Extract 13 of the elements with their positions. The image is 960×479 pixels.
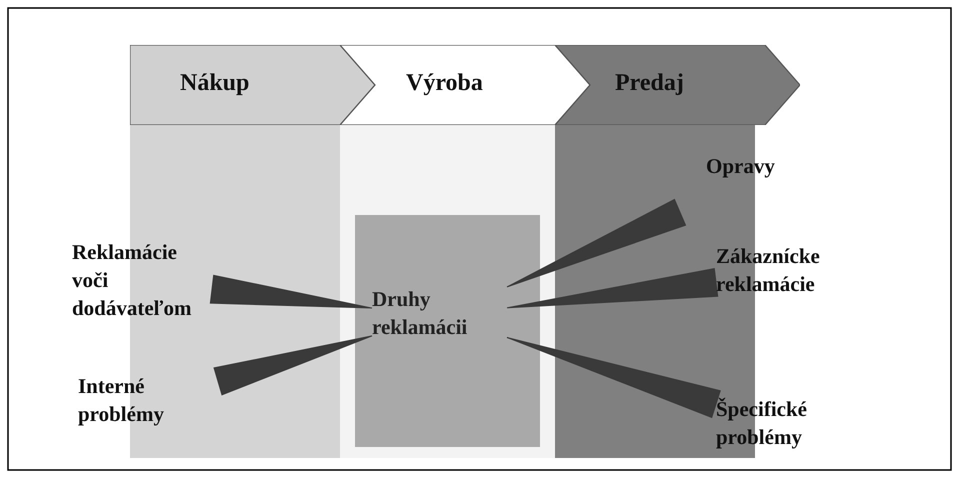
wedge-connector — [506, 337, 721, 418]
center-label: Druhy reklamácii — [372, 286, 468, 341]
category-label: Zákaznícke reklamácie — [716, 243, 821, 298]
stage-label: Výroba — [406, 69, 483, 97]
wedge-connector — [506, 268, 718, 308]
stage-label: Nákup — [180, 69, 250, 97]
wedge-connector — [506, 198, 686, 288]
category-label: Špecifické problémy — [716, 396, 808, 451]
category-label: Interné problémy — [78, 373, 165, 428]
wedge-connector — [213, 335, 372, 396]
wedge-connector — [210, 274, 372, 309]
stage-label: Predaj — [615, 69, 684, 97]
category-label: Reklamácie voči dodávateľom — [72, 239, 193, 322]
